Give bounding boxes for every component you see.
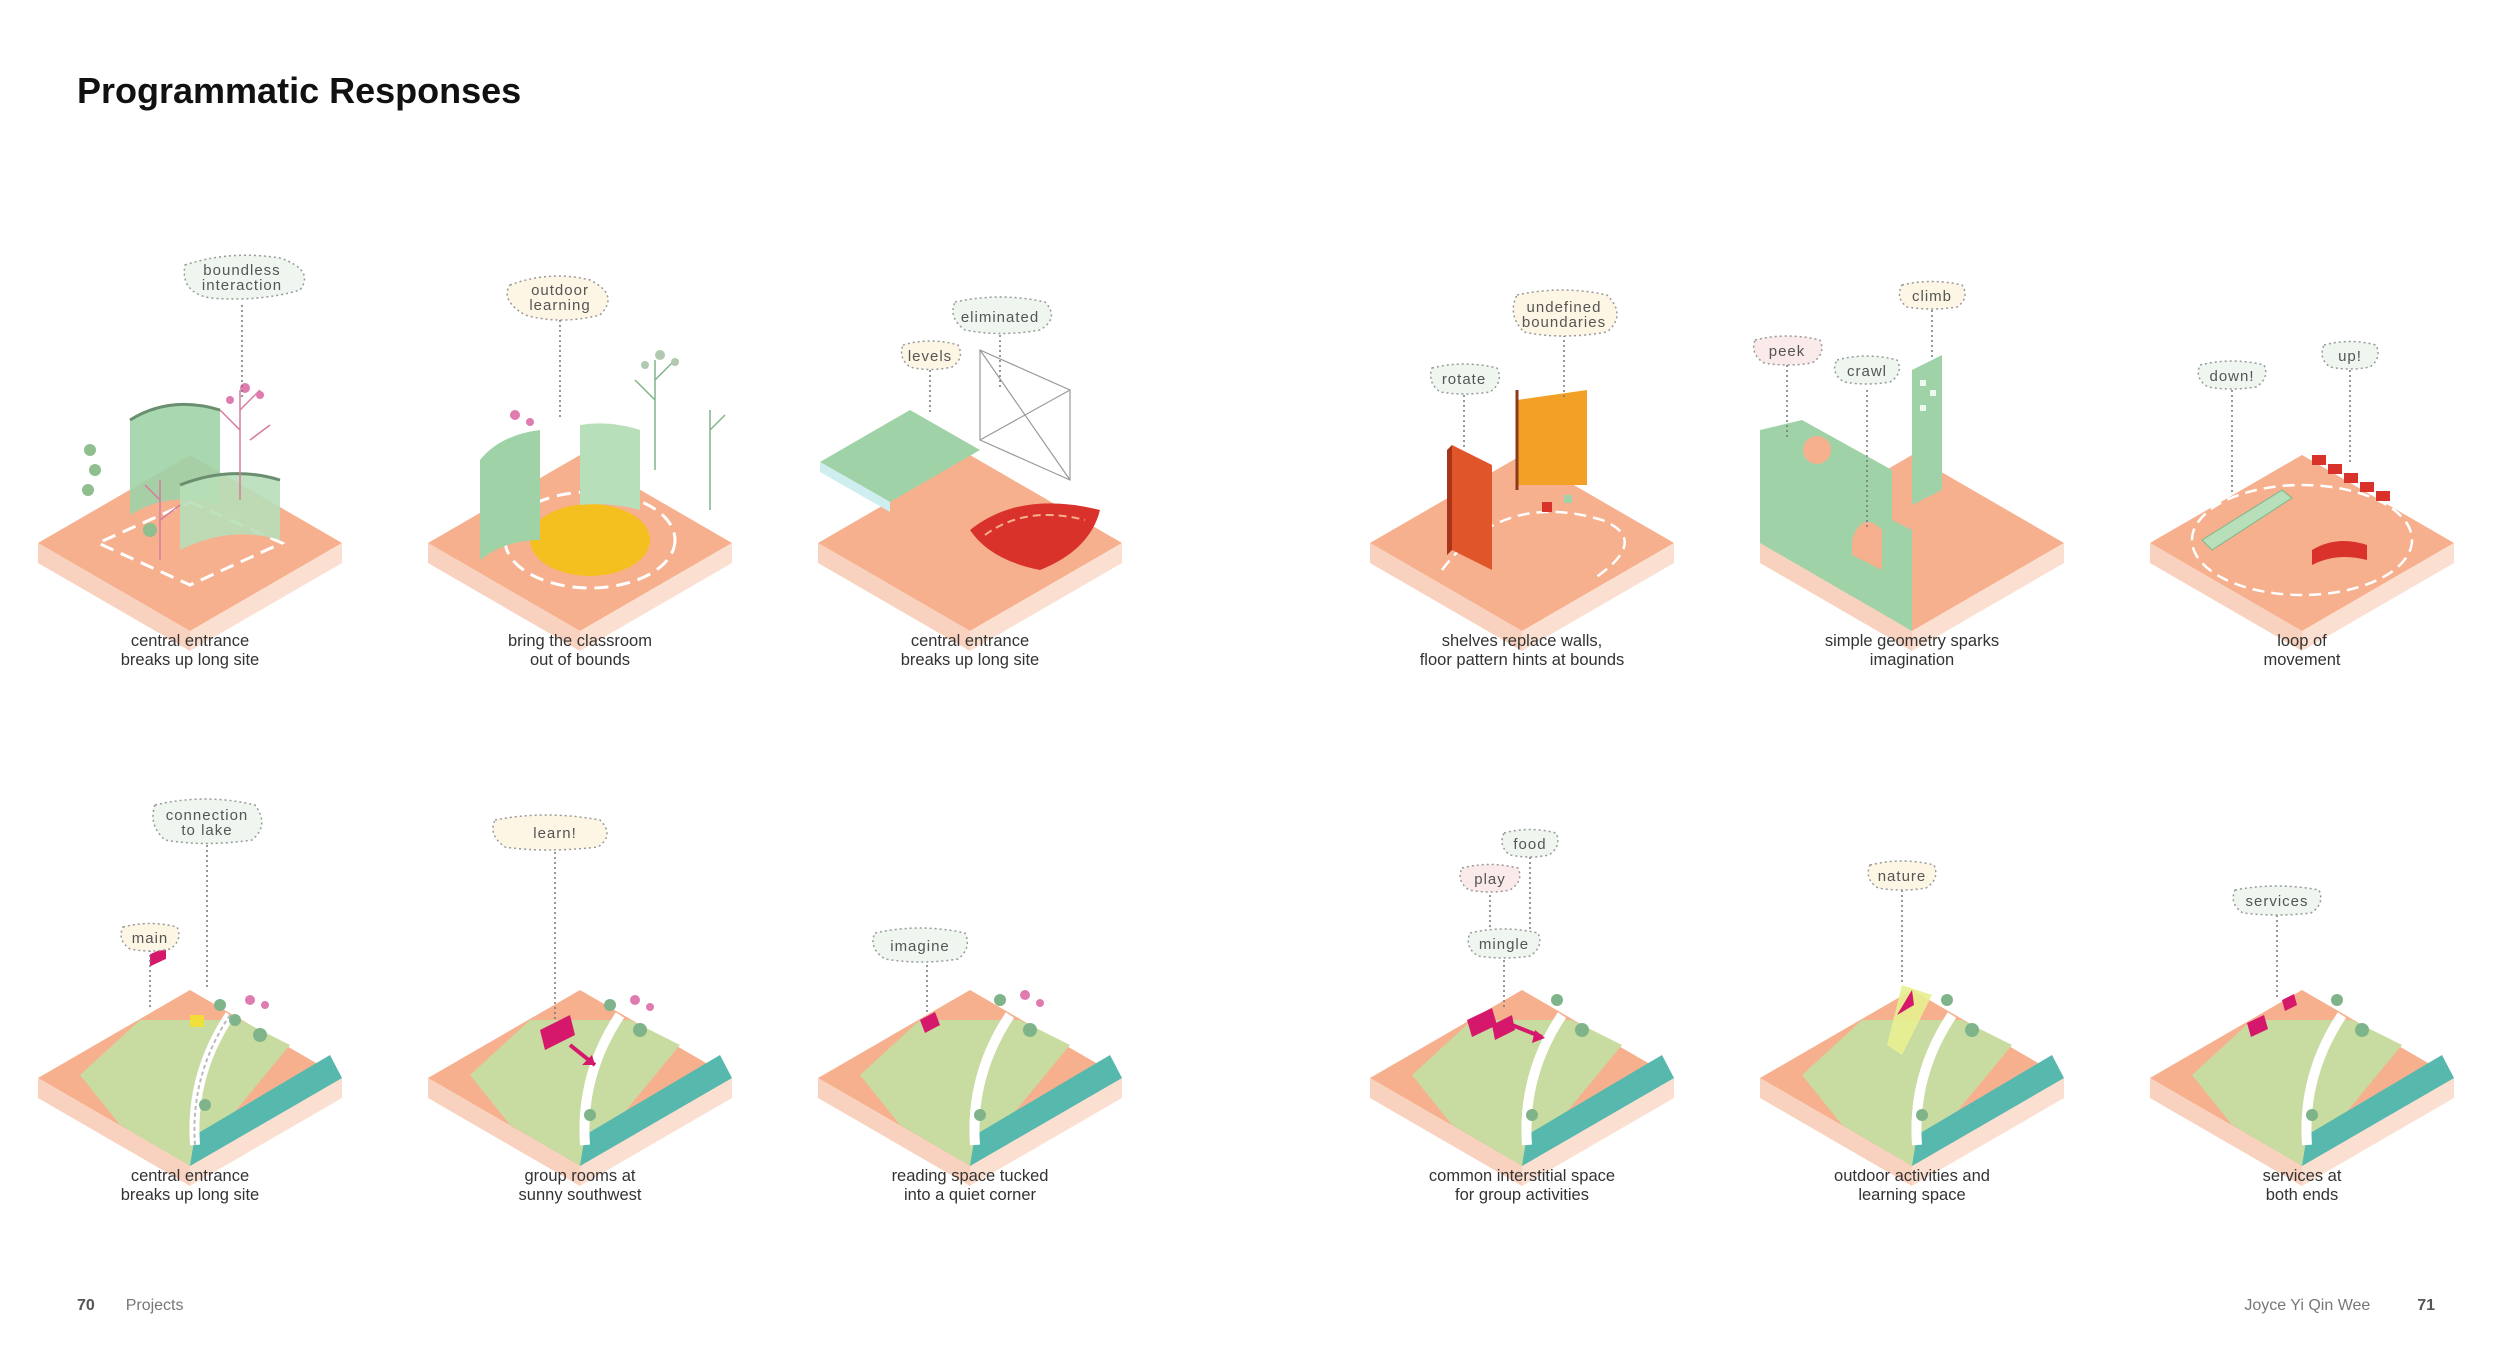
page-title: Programmatic Responses (77, 70, 522, 111)
page-number-right: 71 (2417, 1297, 2435, 1314)
author-name: Joyce Yi Qin Wee (2244, 1297, 2371, 1314)
bubble-label: connection (166, 807, 249, 824)
isometric-diagram: connection to lake main (38, 798, 342, 1186)
bubble-label: up! (2338, 348, 2362, 365)
bubble-label: mingle (1479, 936, 1529, 953)
bubble-label: play (1474, 871, 1506, 888)
bubble-label: nature (1878, 868, 1927, 885)
bubble-label: learn! (533, 825, 577, 842)
bubble-label: interaction (202, 277, 282, 294)
bubble-label: services (2245, 893, 2308, 910)
isometric-diagram: learn! (428, 814, 732, 1186)
isometric-diagram: climb peek crawl (1752, 280, 2064, 651)
isometric-diagram: outdoor learning (428, 275, 732, 651)
bubble-label: down! (2209, 368, 2254, 385)
page-number-left: 70 (77, 1297, 95, 1314)
bubble-label: boundaries (1522, 314, 1606, 331)
isometric-diagram: food play mingle (1370, 828, 1674, 1186)
bubble-label: undefined (1527, 299, 1602, 316)
isometric-diagram: down! up! (2150, 340, 2454, 651)
isometric-diagram: boundless interaction (38, 254, 342, 651)
bubble-label: learning (529, 297, 590, 314)
bubble-label: main (132, 930, 169, 947)
diagram-panel-food-play-mingle: food play mingle common interstitial spa… (1352, 775, 1692, 1335)
diagram-panel-connection-to-lake: connection to lake main central entrance… (20, 775, 360, 1335)
isometric-diagram: undefined boundaries rotate (1370, 289, 1674, 651)
bubble-label: peek (1769, 343, 1806, 360)
bubble-label: food (1513, 836, 1546, 853)
bubble-label: imagine (890, 938, 950, 955)
isometric-diagram: nature (1760, 860, 2064, 1186)
section-name: Projects (125, 1297, 184, 1314)
footer-right: Joyce Yi Qin Wee 71 (2244, 1297, 2435, 1315)
footer-left: 70 Projects (77, 1297, 184, 1315)
bubble-label: outdoor (531, 282, 589, 299)
diagram-panel-undefined-boundaries: undefined boundaries rotate shelves repl… (1352, 240, 1692, 800)
bubble-label: boundless (203, 262, 280, 279)
isometric-diagram: imagine (818, 927, 1122, 1186)
bubble-label: rotate (1442, 371, 1486, 388)
bubble-label: to lake (181, 822, 232, 839)
bubble-label: crawl (1847, 363, 1887, 380)
isometric-diagram: eliminated levels (818, 296, 1122, 651)
bubble-label: eliminated (961, 309, 1039, 326)
bubble-label: climb (1912, 288, 1952, 305)
panel-caption: shelves replace walls,floor pattern hint… (1419, 632, 1625, 669)
isometric-diagram: services (2150, 885, 2454, 1186)
bubble-label: levels (908, 348, 952, 365)
